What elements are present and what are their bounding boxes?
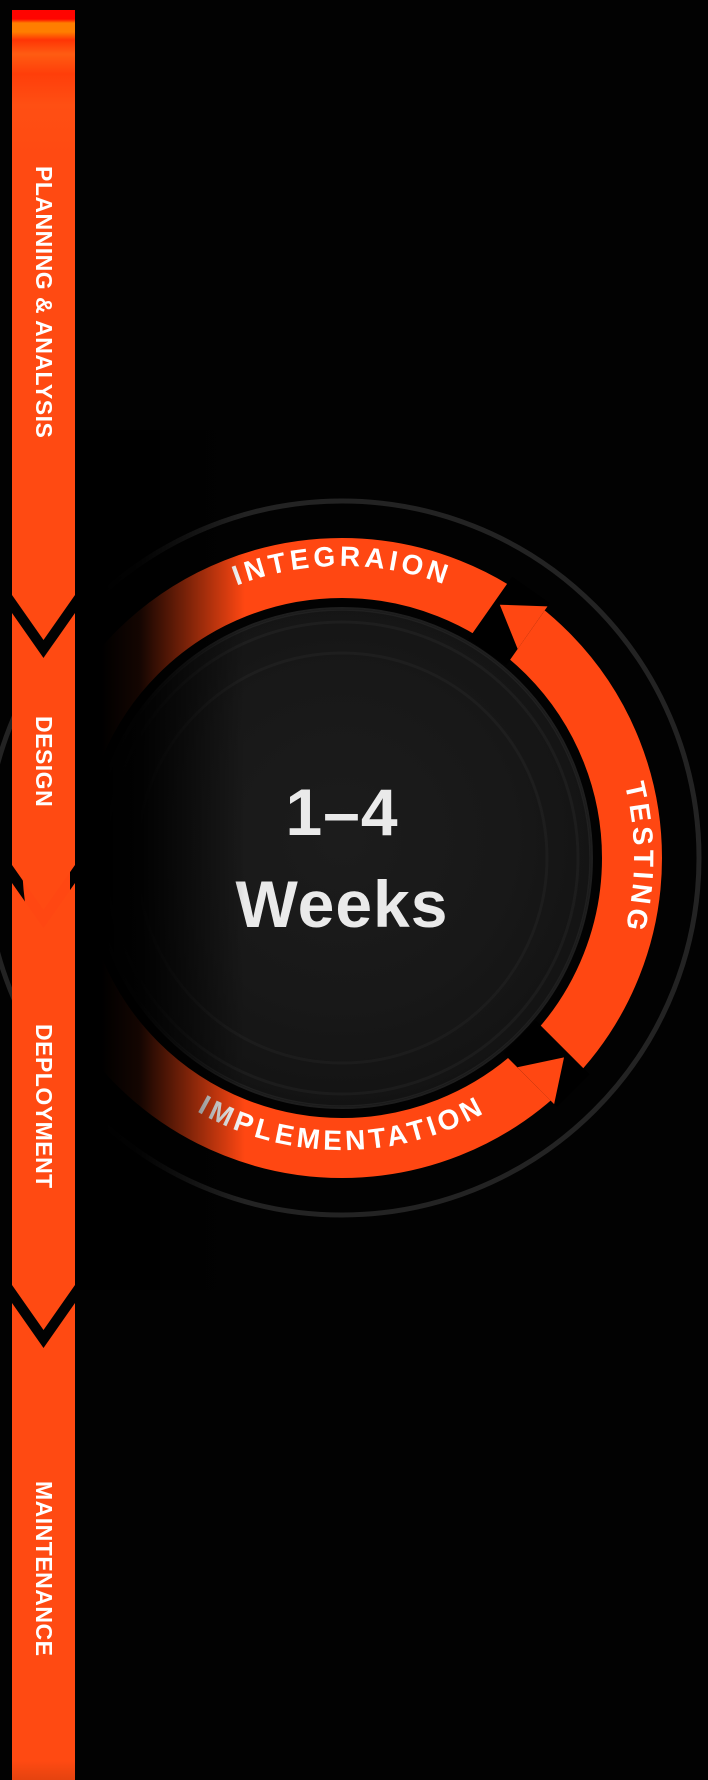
timeline-segment-label: DESIGN xyxy=(31,715,57,808)
arrow-notch-bottom-right xyxy=(503,1020,590,1107)
duration-unit: Weeks xyxy=(236,867,449,941)
timeline-bar: PLANNING & ANALYSIS DESIGN DEPLOYMENT MA… xyxy=(12,10,75,1780)
outline-circle xyxy=(0,498,702,1218)
timeline-segment-label: MAINTENANCE xyxy=(31,1481,57,1657)
timeline-segment-label: DEPLOYMENT xyxy=(31,1024,57,1189)
timeline-segment-design: DESIGN xyxy=(12,613,75,910)
timeline-segment-label: PLANNING & ANALYSIS xyxy=(31,166,57,439)
inner-circle xyxy=(91,607,593,1109)
timeline-segment-deployment: DEPLOYMENT xyxy=(12,883,75,1330)
timeline-segment-planning-analysis: PLANNING & ANALYSIS xyxy=(12,10,75,640)
timeline-segment-maintenance: MAINTENANCE xyxy=(12,1303,75,1780)
cycle-diagram: INTEGRAION TESTING IMPLEMENTATION 1–4 We… xyxy=(0,498,702,1218)
arrow-notch-top-right xyxy=(468,576,550,666)
duration-value: 1–4 xyxy=(285,775,398,849)
